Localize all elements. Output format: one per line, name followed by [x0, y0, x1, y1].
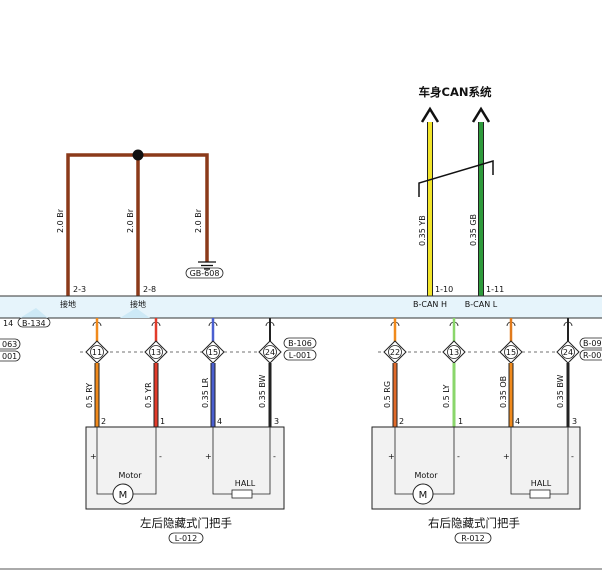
conn-pin-label: 13: [449, 348, 459, 357]
ground-ref: GB-608: [190, 269, 220, 278]
partial-label-063: 063: [2, 340, 17, 349]
connector-pin-15: 15: [499, 340, 523, 364]
pin-1-10: 1-10: [435, 285, 453, 294]
wire-label-ob: 0.35 OB: [499, 376, 508, 408]
pin-2-3: 2-3: [73, 285, 86, 294]
plus-sign: +: [503, 452, 510, 461]
can-title: 车身CAN系统: [419, 85, 492, 99]
label-can-l: B-CAN L: [465, 300, 498, 309]
ground-ref-box: [185, 267, 224, 279]
pin-number: 4: [515, 417, 520, 426]
pin-number: 3: [274, 417, 279, 426]
label-ground-2: 接地: [130, 299, 146, 309]
ground-symbol: [198, 261, 216, 270]
minus-sign: -: [571, 452, 574, 461]
left-door-handle-module: 11 13 15 24 B-106 L-001 0.5 RY 0.5: [80, 318, 317, 544]
pin-2-8: 2-8: [143, 285, 156, 294]
conn-pin-label: 11: [92, 348, 102, 357]
module-title: 右后隐藏式门把手: [428, 516, 520, 530]
right-door-handle-module: 22 13 15 24 B-09 R-00 0.5 RG 0.5 LY 0.35…: [371, 318, 602, 544]
arrow-up-icon: [471, 106, 491, 123]
conn-ref-bottom: L-001: [289, 351, 311, 360]
wire-label-br-3: 2.0 Br: [194, 208, 203, 233]
motor-icon: [112, 483, 134, 505]
wire-label-bw: 0.35 BW: [258, 374, 267, 408]
conn-ref-bottom: R-00: [583, 351, 601, 360]
wire-label-yr: 0.5 YR: [144, 382, 153, 408]
wire-label-lr: 0.35 LR: [201, 377, 210, 408]
pin-number: 2: [399, 417, 404, 426]
hall-label: HALL: [235, 479, 256, 488]
pin-number: 2: [101, 417, 106, 426]
conn-ref-top: B-09: [583, 339, 602, 348]
partial-label-14: 14: [3, 319, 13, 328]
motor-symbol: M: [119, 490, 128, 501]
partial-label-001: 001: [2, 352, 17, 361]
can-bus: 车身CAN系统 0.35 YB 0.35 GB: [418, 85, 494, 296]
motor-label: Motor: [414, 471, 438, 480]
wire-label-ry: 0.5 RY: [85, 383, 94, 408]
wire-label-yb: 0.35 YB: [418, 215, 427, 246]
conn-ref-top: B-106: [288, 339, 312, 348]
connector-pin-15: 15: [201, 340, 225, 364]
minus-sign: -: [457, 452, 460, 461]
partial-label-b134: B-134: [22, 319, 46, 328]
wire-label-rg: 0.5 RG: [383, 381, 392, 408]
motor-icon: [412, 483, 434, 505]
wire-label-ly: 0.5 LY: [442, 384, 451, 408]
conn-pin-label: 24: [563, 348, 573, 357]
module-ref: R-012: [461, 534, 484, 543]
pin-1-11: 1-11: [486, 285, 504, 294]
splice-point: [132, 149, 144, 161]
plus-sign: +: [90, 452, 97, 461]
motor-symbol: M: [419, 490, 428, 501]
module-title: 左后隐藏式门把手: [140, 516, 232, 530]
hall-label: HALL: [531, 479, 552, 488]
connector-pin-24: 24: [258, 340, 282, 364]
connector-pin-22: 22: [383, 340, 407, 364]
arrow-up-icon: [420, 106, 440, 123]
connector-pin-11: 11: [85, 340, 109, 364]
twisted-pair-icon: [418, 159, 494, 197]
pin-number: 3: [572, 417, 577, 426]
wire-label-br-1: 2.0 Br: [56, 208, 65, 233]
pin-number: 4: [217, 417, 222, 426]
connector-pin-24: 24: [556, 340, 580, 364]
control-unit-bar: 接地 接地 B-CAN H B-CAN L: [0, 295, 602, 319]
conn-pin-label: 22: [390, 348, 400, 357]
motor-label: Motor: [118, 471, 142, 480]
conn-pin-label: 13: [151, 348, 161, 357]
left-edge-partial: 14 B-134 063 001: [0, 317, 51, 362]
plus-sign: +: [205, 452, 212, 461]
conn-pin-label: 24: [265, 348, 275, 357]
minus-sign: -: [159, 452, 162, 461]
pin-number: 1: [458, 417, 463, 426]
wire-label-br-2: 2.0 Br: [126, 208, 135, 233]
conn-pin-label: 15: [208, 348, 218, 357]
module-ref: L-012: [175, 534, 197, 543]
plus-sign: +: [388, 452, 395, 461]
label-can-h: B-CAN H: [413, 300, 447, 309]
connector-pin-13: 13: [144, 340, 168, 364]
conn-pin-label: 15: [506, 348, 516, 357]
connector-pin-13: 13: [442, 340, 466, 364]
wire-label-bw: 0.35 BW: [556, 374, 565, 408]
label-ground-1: 接地: [60, 299, 76, 309]
ground-wiring: 2.0 Br 2.0 Br 2.0 Br GB-608: [56, 149, 224, 296]
minus-sign: -: [273, 452, 276, 461]
pin-number: 1: [160, 417, 165, 426]
wire-label-gb: 0.35 GB: [469, 214, 478, 246]
